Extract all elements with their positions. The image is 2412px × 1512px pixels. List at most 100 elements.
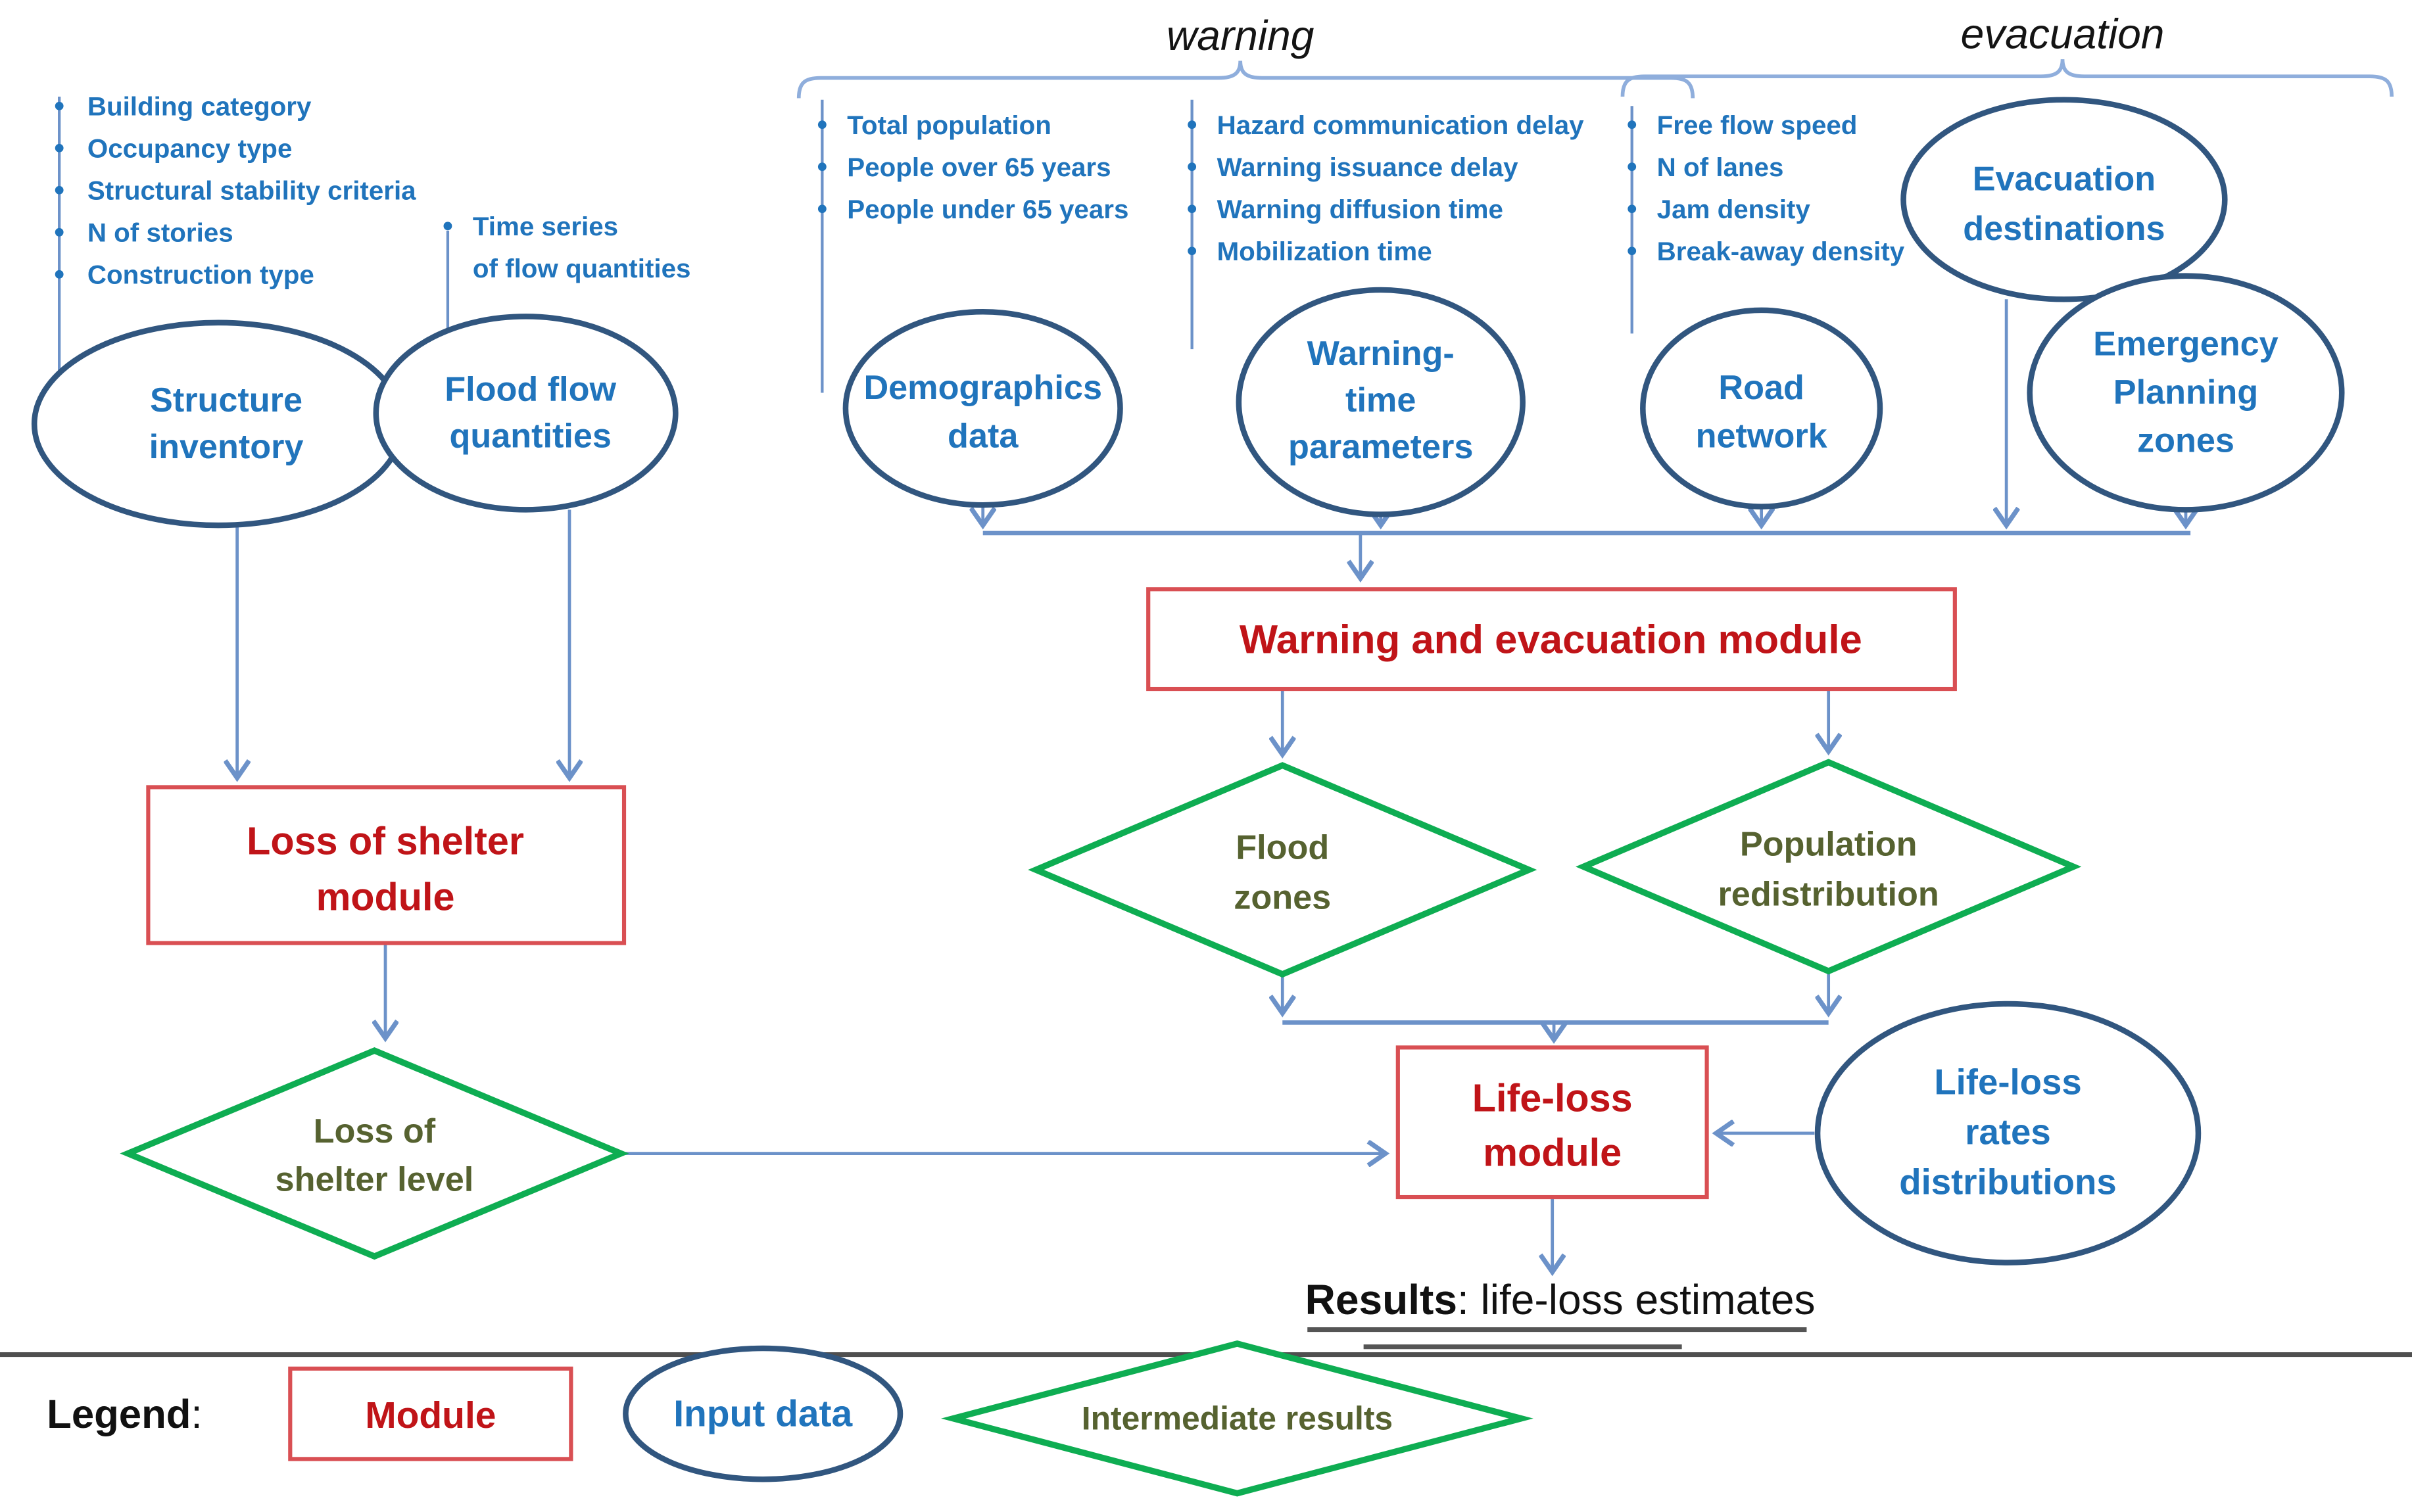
legend-input-label: Input data [673,1393,853,1435]
bullet-icon [817,120,827,130]
node-label: shelter level [276,1161,474,1199]
bullet-icon [55,185,64,195]
warning-section-label: warning [1167,12,1315,59]
bullet-icon [817,204,827,214]
input-ellipse [373,314,679,513]
node-label: rates [1965,1112,2050,1152]
list-item: Building category [87,91,312,121]
node-label: quantities [449,417,611,456]
bullet-icon [1628,247,1637,256]
legend-title-word: Legend [47,1392,191,1437]
list-item: Warning diffusion time [1217,194,1503,224]
node-flood-zones: Flood zones [1028,762,1537,978]
node-flood-flow-quantities: Flood flow quantities [373,314,679,513]
input-ellipse [31,319,406,529]
node-label: Flood flow [445,370,616,408]
node-label: distributions [1899,1162,2116,1202]
node-label: Life-loss [1934,1062,2081,1102]
list-item: Jam density [1657,194,1811,224]
node-label: Flood [1236,829,1329,867]
list-item: Time series [473,211,618,241]
bullet-icon [1188,162,1197,172]
intermediate-diamond [1028,762,1537,978]
intermediate-diamond [1576,759,2082,975]
bullet-icon [55,227,64,237]
list-item: Mobilization time [1217,236,1432,266]
node-emergency-planning-zones: Emergency Planning zones [2027,273,2345,513]
node-label: Demographics [863,369,1102,407]
warning-section: warning [796,12,1695,99]
bullet-icon [817,162,827,172]
node-label: Structure [150,381,302,419]
bullet-icon [1188,120,1197,130]
node-label: Road [1718,369,1804,407]
bullet-icon [55,270,64,279]
legend: Legend: Module Input data Intermediate r… [47,1340,1533,1497]
legend-title-colon: : [191,1392,202,1437]
bullet-icon [1628,204,1637,214]
structure-attributes-list: Building category Occupancy type Structu… [55,91,416,390]
results-label: Results [1305,1276,1457,1323]
bullet-icon [1628,120,1637,130]
legend-intermediate-label: Intermediate results [1082,1400,1393,1436]
node-population-redistribution: Population redistribution [1576,759,2082,975]
node-life-loss-module: Life-loss module [1395,1045,1709,1200]
node-label: parameters [1288,428,1473,466]
module-box [146,785,627,945]
bullet-icon [55,143,64,153]
results-text: Results: life-loss estimates [1305,1276,1816,1323]
flow-attributes-list: Time series of flow quantities [443,211,691,359]
node-label: Planning [2113,373,2258,412]
evacuation-section: evacuation [1620,11,2394,97]
list-item: N of lanes [1657,152,1784,182]
list-item: Warning issuance delay [1217,152,1518,182]
list-item: Construction type [87,260,314,290]
node-label: Warning- [1307,335,1455,373]
bullet-icon [1628,162,1637,172]
warning-brace [796,60,1695,99]
bullet-icon [55,101,64,110]
bullet-icon [1188,204,1197,214]
list-item: Occupancy type [87,133,293,163]
input-ellipse [1900,97,2228,302]
node-label: module [316,875,455,919]
evacuation-brace [1620,59,2394,97]
list-item: Structural stability criteria [87,176,416,206]
node-label: network [1696,417,1828,456]
node-label: zones [2137,422,2234,460]
warning-time-attributes-list: Hazard communication delay Warning issua… [1188,99,1585,350]
legend-title: Legend: [47,1392,202,1437]
input-ellipse [1640,307,1883,509]
list-item: People over 65 years [847,152,1111,182]
bullet-icon [443,222,452,231]
legend-module-box [288,1366,573,1461]
module-box [1395,1045,1709,1200]
results-block: Results: life-loss estimates [1305,1276,1816,1350]
node-label: Emergency [2093,325,2278,364]
node-label: inventory [149,428,304,466]
node-label: Population [1740,826,1918,864]
input-ellipse [1236,287,1526,517]
node-label: zones [1234,878,1331,916]
legend-intermediate-diamond [941,1340,1533,1497]
node-road-network: Road network [1640,307,1883,509]
edges [237,299,2190,1272]
node-label: redistribution [1718,876,1939,914]
list-item: of flow quantities [473,253,691,283]
node-label: Loss of [314,1112,436,1150]
node-label: data [948,417,1019,456]
demographics-attributes-list: Total population People over 65 years Pe… [817,99,1128,393]
node-label: time [1345,381,1416,419]
list-item: Hazard communication delay [1217,110,1585,140]
node-label: Loss of shelter [247,818,524,862]
node-evacuation-destinations: Evacuation destinations [1900,97,2228,302]
input-ellipse [1814,1001,2202,1265]
node-label: Evacuation [1973,160,2156,198]
node-structure-inventory: Structure inventory [31,319,406,529]
legend-module-label: Module [365,1394,496,1436]
node-loss-of-shelter-module: Loss of shelter module [146,785,627,945]
node-warning-evacuation-module: Warning and evacuation module [1146,587,1957,692]
node-warning-time-parameters: Warning- time parameters [1236,287,1526,517]
input-ellipse [2027,273,2345,513]
